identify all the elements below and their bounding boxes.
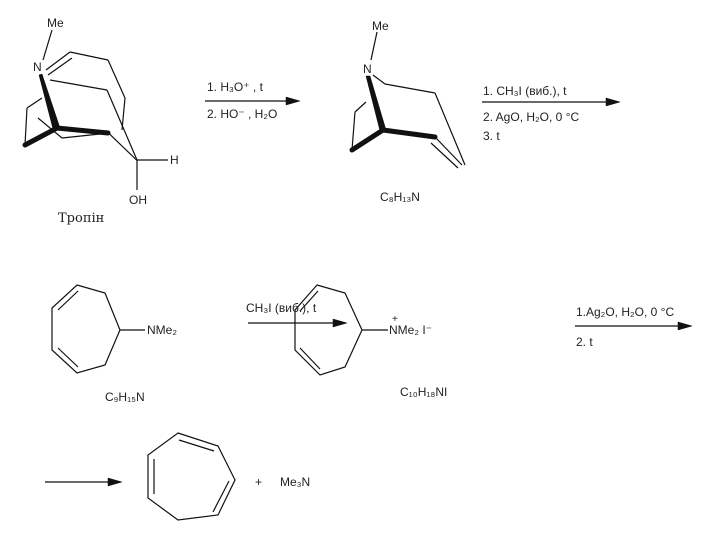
product2-formula: C₉H₁₅N (105, 390, 145, 404)
product3-charge: + (392, 314, 398, 325)
product2-structure (51, 284, 145, 374)
arrow-step2 (482, 97, 621, 107)
product2-substituent: NMe₂ (147, 323, 177, 337)
arrow-step1 (205, 96, 301, 106)
byproduct-label: Me₃N (280, 475, 311, 489)
step2-line2: 2. AgO, H₂O, 0 °C (483, 110, 580, 124)
step3-line1: CH₃I (виб.), t (246, 301, 317, 315)
tropine-me-label: Me (47, 16, 64, 30)
tropine-n-label: N (33, 60, 42, 74)
arrow-step5 (45, 477, 123, 487)
step4-line2: 2. t (576, 335, 593, 349)
arrow-step4 (575, 321, 693, 331)
arrow-step3 (248, 318, 348, 328)
product3-formula: C₁₀H₁₈NI (400, 385, 448, 399)
tropine-h-label: H (170, 153, 179, 167)
step2-line3: 3. t (483, 129, 500, 143)
product1-n-label: N (363, 62, 372, 76)
tropine-name: Тропін (58, 211, 105, 226)
plus-sign: + (255, 475, 263, 489)
product1-formula: C₈H₁₃N (380, 190, 420, 204)
product3-substituent: NMe₂ I⁻ (389, 323, 432, 337)
product1-me-label: Me (372, 19, 389, 33)
step1-line2: 2. HO⁻ , H₂O (207, 107, 278, 121)
product3-structure (294, 284, 388, 376)
step2-line1: 1. CH₃I (виб.), t (483, 84, 567, 98)
product1-structure (349, 31, 466, 169)
cycloheptatriene-structure (147, 432, 236, 521)
step4-line1: 1.Ag₂O, H₂O, 0 °C (576, 305, 675, 319)
tropine-oh-label: OH (129, 193, 147, 207)
step1-line1: 1. H₃O⁺ , t (207, 80, 263, 94)
tropine-structure (22, 29, 168, 190)
